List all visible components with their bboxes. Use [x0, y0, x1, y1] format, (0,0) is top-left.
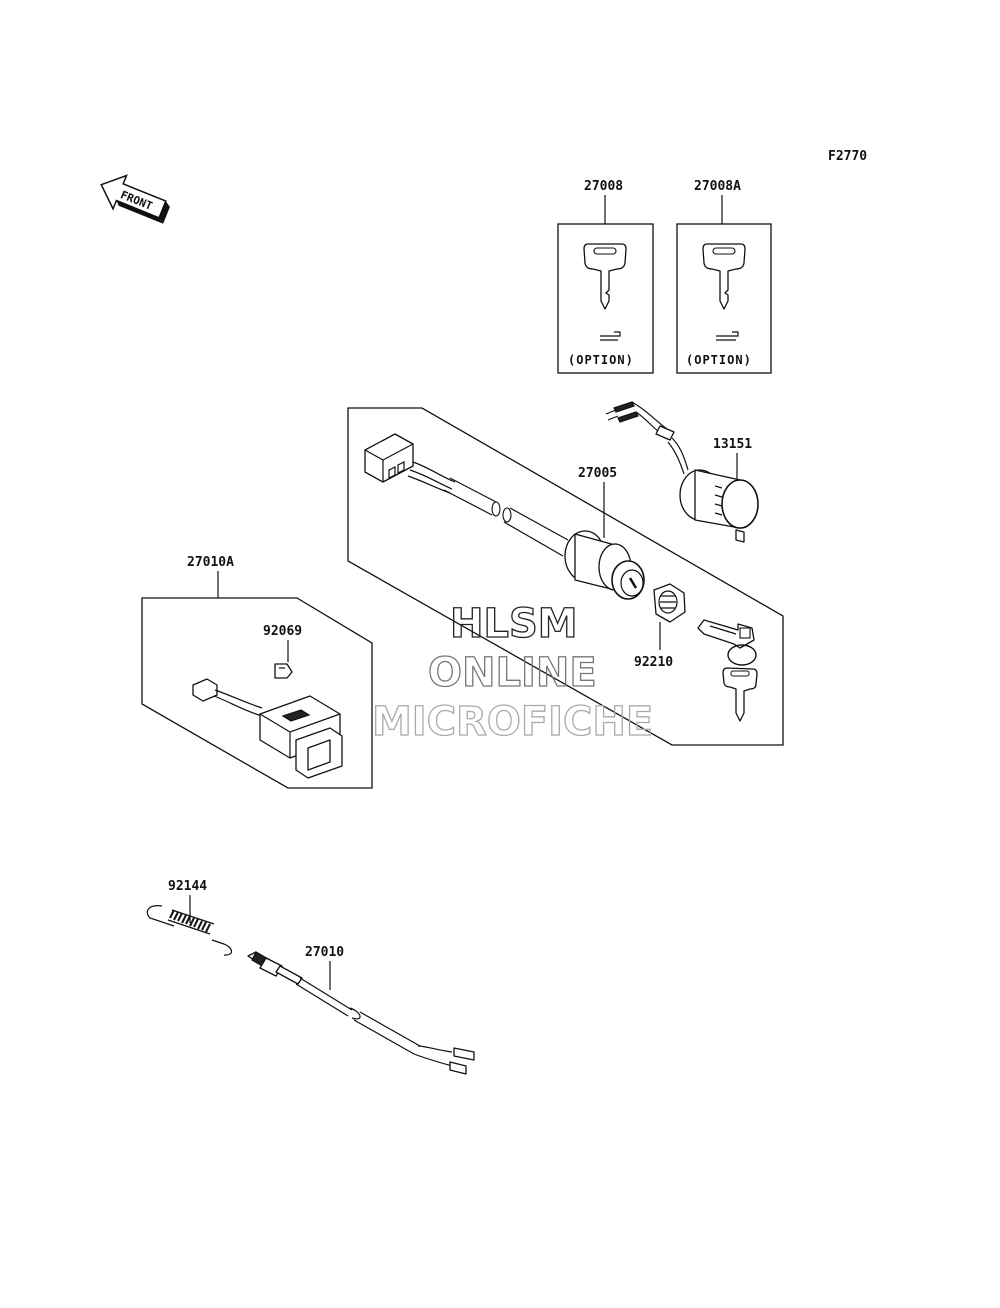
part-label-92069: 92069 — [263, 624, 302, 639]
watermark-line-3: MICROFICHE — [372, 699, 653, 745]
assembly-box-27005 — [347, 407, 784, 746]
assembly-box-27010A — [141, 597, 373, 789]
watermark-line-1: HLSM — [450, 601, 578, 647]
part-92069-bulb[interactable]: 92069 — [263, 624, 302, 679]
part-27008-key[interactable]: 27008 (OPTION) — [557, 179, 654, 374]
part-label-92144: 92144 — [168, 879, 207, 894]
part-label-27008A: 27008A — [694, 179, 741, 194]
part-27008A-key[interactable]: 27008A (OPTION) — [676, 179, 772, 374]
part-label-27010A: 27010A — [187, 555, 234, 570]
watermark-line-2: ONLINE — [428, 650, 597, 696]
front-direction-arrow-icon: FRONT — [100, 174, 170, 224]
part-label-13151: 13151 — [713, 437, 752, 452]
part-92210-nut[interactable]: 92210 — [634, 583, 686, 670]
part-label-27010: 27010 — [305, 945, 344, 960]
part-27010A-switch[interactable]: 27010A — [187, 555, 343, 779]
option-note-27008: (OPTION) — [568, 353, 634, 367]
part-keys-set[interactable] — [697, 619, 758, 722]
part-13151-ignition-switch[interactable]: 13151 — [605, 401, 759, 543]
option-note-27008A: (OPTION) — [686, 353, 752, 367]
part-27010-switch[interactable]: 27010 — [247, 945, 475, 1075]
part-label-27005: 27005 — [578, 466, 617, 481]
part-27005-ignition-switch[interactable]: 27005 — [364, 433, 645, 600]
part-label-92210: 92210 — [634, 655, 673, 670]
part-92144-spring[interactable]: 92144 — [146, 879, 233, 956]
part-label-27008: 27008 — [584, 179, 623, 194]
figure-id: F2770 — [828, 149, 867, 164]
watermark: HLSM ONLINE MICROFICHE — [371, 600, 654, 745]
